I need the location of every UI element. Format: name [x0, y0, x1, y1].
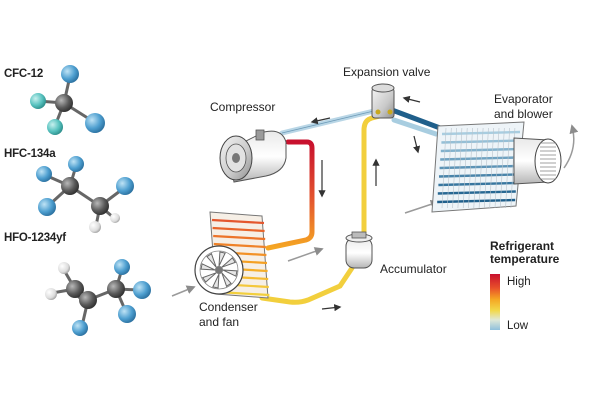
evaporator-fin	[489, 127, 494, 209]
compressor	[219, 129, 287, 183]
condenser-label-line2: and fan	[199, 315, 240, 329]
evaporator-fin	[494, 127, 500, 209]
condenser-coil	[213, 234, 266, 241]
legend-title-line1: Refrigerant	[490, 239, 555, 253]
expansion-valve-label: Expansion valve	[343, 65, 431, 79]
evaporator	[431, 121, 525, 213]
cfc12-molecule	[30, 65, 105, 135]
pipe-compressor-to-condenser	[265, 139, 315, 251]
hfc134a-molecule	[36, 156, 134, 233]
evaporator-fin	[478, 127, 484, 209]
fan-blade	[222, 269, 238, 277]
evaporator-fin	[457, 127, 463, 209]
condenser-coil	[213, 242, 266, 249]
evaporator-fin	[468, 127, 473, 209]
expansion-valve	[371, 83, 395, 119]
evaporator-coil	[438, 181, 517, 187]
molecule-label-cfc12: CFC-12	[4, 68, 44, 80]
hfo1234yf-molecule	[45, 259, 151, 336]
fan-blade	[221, 272, 232, 288]
accumulator	[345, 231, 373, 269]
evaporator-coil	[440, 147, 519, 153]
evaporator-coil	[437, 198, 516, 204]
molecule-label-hfc134a: HFC-134a	[4, 148, 56, 160]
evaporator-label-line2: and blower	[494, 107, 553, 121]
legend-title-line2: temperature	[490, 252, 560, 266]
legend-color-bar	[490, 274, 500, 330]
pipe-accumulator-to-valve	[361, 113, 383, 241]
compressor-label: Compressor	[210, 100, 276, 114]
evaporator-fin	[452, 127, 457, 209]
condenser-coil	[212, 226, 265, 233]
molecule-label-hfo1234yf: HFO-1234yf	[4, 232, 66, 244]
evaporator-coil	[437, 190, 516, 195]
evaporator-fin	[473, 127, 479, 209]
accumulator-label: Accumulator	[380, 262, 447, 276]
refrigerant-flow-arrows	[310, 95, 421, 312]
fan-blade	[201, 272, 217, 283]
evaporator-fin	[462, 127, 468, 209]
legend-low-label: Low	[507, 320, 529, 332]
condenser-label-line1: Condenser	[199, 300, 258, 314]
condenser-fan	[194, 245, 244, 295]
evaporator-coil	[441, 139, 520, 144]
evaporator-coil	[438, 173, 518, 178]
fan-blade	[200, 263, 216, 271]
fan-blade	[212, 273, 220, 289]
evaporator-fin	[484, 127, 489, 209]
evaporator-fin	[447, 127, 452, 209]
evaporator-coil	[439, 164, 518, 170]
legend-title: Refrigerant temperature	[490, 240, 559, 266]
fan-blade	[218, 251, 226, 267]
evaporator-label-line1: Evaporator	[494, 92, 553, 106]
condenser-coil	[211, 218, 265, 225]
fan-blade	[221, 257, 237, 268]
evaporator-coil	[441, 130, 521, 136]
legend-high-label: High	[507, 276, 531, 288]
evaporator-blower	[513, 124, 579, 185]
pipe-condenser-to-accumulator	[259, 265, 355, 305]
evaporator-fin	[441, 127, 447, 209]
pipe-evaporator-to-valve	[391, 117, 439, 137]
evaporator-fin	[500, 127, 505, 209]
evaporator-coil	[440, 156, 519, 161]
fan-blade	[206, 252, 217, 268]
evaporator-fin	[505, 127, 510, 209]
